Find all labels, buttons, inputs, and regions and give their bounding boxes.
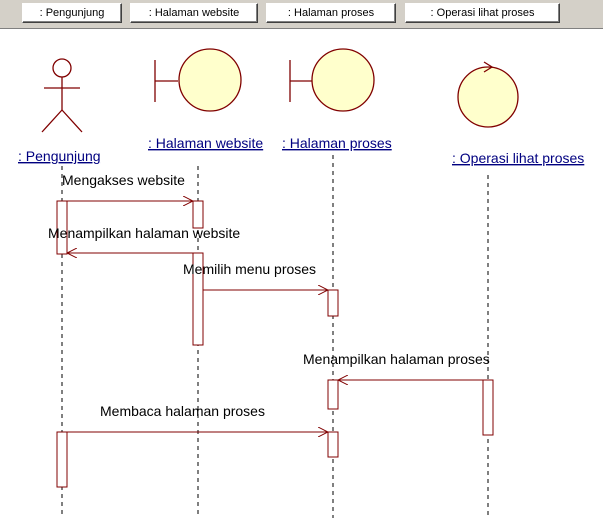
- object-label-operasi-lihat-proses: : Operasi lihat proses: [452, 150, 584, 166]
- activation-pengunjung-1: [56, 200, 68, 255]
- tab-operasi-lihat-proses[interactable]: : Operasi lihat proses: [405, 3, 560, 23]
- message-label-2: Menampilkan halaman website: [48, 225, 240, 241]
- control-icon-operasi-lihat-proses[interactable]: [457, 61, 519, 128]
- object-header-bar: : Pengunjung : Halaman website : Halaman…: [0, 0, 603, 29]
- tab-halaman-website[interactable]: : Halaman website: [130, 3, 258, 23]
- activation-halaman-website-2: [192, 252, 204, 346]
- object-label-pengunjung: : Pengunjung: [18, 148, 101, 164]
- boundary-icon-halaman-website[interactable]: [154, 48, 242, 112]
- activation-halaman-proses-3: [327, 431, 339, 458]
- activation-halaman-website-1: [192, 200, 204, 229]
- activation-pengunjung-2: [56, 431, 68, 488]
- actor-icon[interactable]: [41, 58, 83, 133]
- boundary-icon-halaman-proses[interactable]: [289, 48, 375, 112]
- message-label-4: Menampilkan halaman proses: [303, 351, 490, 367]
- message-label-1: Mengakses website: [62, 172, 185, 188]
- activation-halaman-proses-1: [327, 289, 339, 317]
- object-label-halaman-website: : Halaman website: [148, 135, 263, 151]
- object-label-halaman-proses: : Halaman proses: [282, 135, 392, 151]
- activation-operasi-lihat-proses: [482, 379, 494, 436]
- tab-halaman-proses[interactable]: : Halaman proses: [266, 3, 396, 23]
- tab-pengunjung[interactable]: : Pengunjung: [22, 3, 122, 23]
- message-label-5: Membaca halaman proses: [100, 403, 265, 419]
- activation-halaman-proses-2: [327, 379, 339, 410]
- message-label-3: Memilih menu proses: [183, 261, 316, 277]
